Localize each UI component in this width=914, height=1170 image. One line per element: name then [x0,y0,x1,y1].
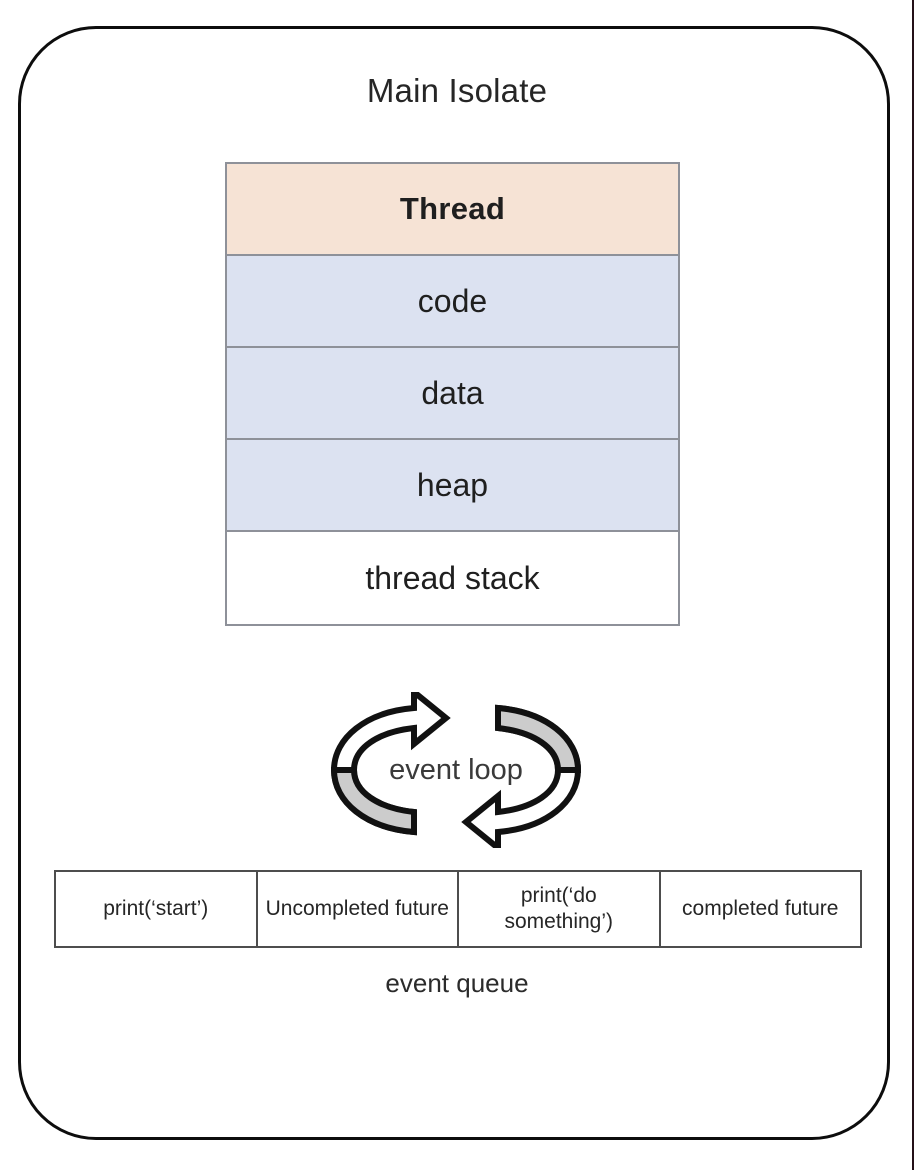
thread-row-label: code [417,282,488,319]
table-row-thread-stack: thread stack [227,532,678,624]
table-row-heap: heap [227,440,678,532]
event-loop-graphic [318,692,594,848]
queue-cell: completed future [682,897,839,921]
table-row-data: data [227,348,678,440]
queue-cell: print(‘start’) [56,872,258,946]
arrow-left-tail [330,767,417,836]
thread-row-label: thread stack [365,559,540,596]
thread-memory-table: Thread code data heap thread stack [225,162,680,626]
arrow-right-tail [495,704,582,773]
main-isolate-container [18,26,890,1140]
thread-row-label: Thread [399,191,506,226]
table-row-thread: Thread [227,164,678,256]
thread-row-label: heap [416,466,489,503]
event-queue-label: event queue [385,968,529,998]
queue-cell: Uncompleted future [258,872,459,946]
table-row-code: code [227,256,678,348]
circular-arrows-icon [330,692,582,848]
event-queue-table: print(‘start’) Uncompleted future print(… [54,870,862,948]
thread-row-label: data [421,374,484,411]
page-title: Main Isolate [366,72,548,109]
queue-cell: print(‘do something’) [459,872,661,946]
